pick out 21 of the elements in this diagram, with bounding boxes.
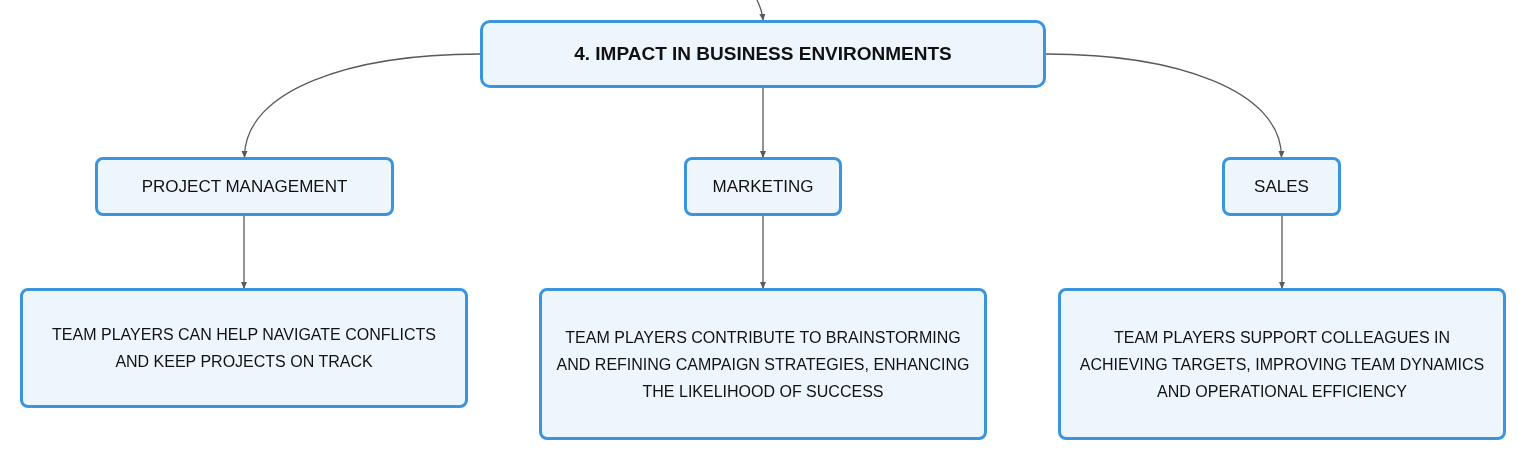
arrow [759, 215, 767, 289]
topic-label: PROJECT MANAGEMENT [141, 175, 348, 198]
arrow [240, 215, 248, 289]
topic-label: MARKETING [712, 175, 814, 198]
topic-label: SALES [1254, 175, 1309, 198]
subtopic-box [684, 157, 842, 216]
curved-arrow [1045, 53, 1284, 158]
detail-box [539, 288, 987, 440]
central-topic-box [480, 20, 1046, 88]
detail-box [1058, 288, 1506, 440]
curved-arrow [756, 0, 766, 21]
curved-arrow [242, 53, 481, 158]
subtopic-box [95, 157, 394, 216]
arrow [759, 87, 767, 158]
topic-title: 4. IMPACT IN BUSINESS ENVIRONMENTS [574, 41, 952, 66]
subtopic-box [1222, 157, 1341, 216]
detail-text: TEAM PLAYERS CAN HELP NAVIGATE CONFLICTS AND KEEP PROJECTS ON TRACK [51, 325, 437, 372]
detail-text: TEAM PLAYERS SUPPORT COLLEAGUES IN ACHIEVING TARGETS, IMPROVING TEAM DYNAMICS AND OPERATIONAL EFFICIENCY [1078, 327, 1486, 402]
detail-box [20, 288, 468, 408]
arrow [1278, 215, 1286, 289]
detail-text: TEAM PLAYERS CONTRIBUTE TO BRAINSTORMING AND REFINING CAMPAIGN STRATEGIES, ENHANCING THE LIKELIHOOD OF SUCCESS [555, 327, 971, 402]
